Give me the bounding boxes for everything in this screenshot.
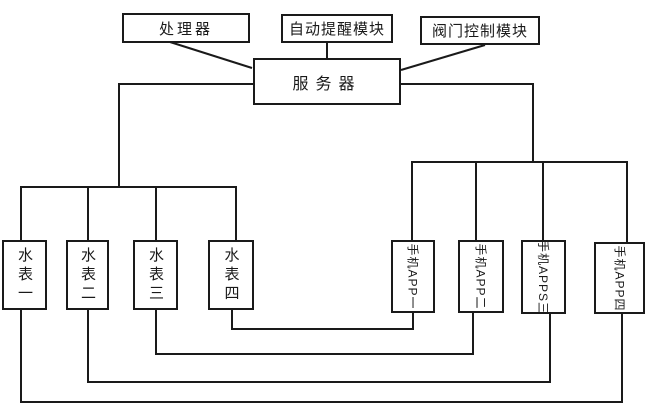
water-meter-3-box: 水表三 [133,240,178,310]
water-meter-2-box: 水表二 [66,240,109,310]
line-valve-server [400,44,486,71]
phone-app-1-box: 手机APP一 [391,240,435,313]
water-meter-1-label: 水表一 [16,246,33,304]
water-meter-3-label: 水表三 [147,246,164,304]
line-processor-server [169,41,253,69]
server-box: 服务器 [253,58,401,105]
processor-label: 处理器 [158,20,213,38]
phone-app-2-label: 手机APP二 [473,243,488,310]
water-meter-4-box: 水表四 [208,240,254,310]
water-meter-4-label: 水表四 [222,246,240,304]
water-meter-2-label: 水表二 [79,246,96,304]
auto-reminder-module-label: 自动提醒模块 [288,21,385,38]
processor-box: 处理器 [122,13,250,43]
phone-app-3-box: 手机APPS三 [521,239,566,315]
phone-app-2-box: 手机APP二 [458,240,504,313]
auto-reminder-module-box: 自动提醒模块 [281,14,393,43]
valve-control-module-box: 阀门控制模块 [420,16,540,45]
phone-app-1-label: 手机APP一 [405,243,420,310]
phone-app-4-box: 手机APP四 [594,242,645,314]
water-meter-1-box: 水表一 [2,240,47,310]
server-label: 服务器 [292,75,362,93]
phone-app-3-label: 手机APPS三 [536,239,550,315]
valve-control-module-label: 阀门控制模块 [431,23,528,40]
phone-app-4-label: 手机APP四 [612,244,627,312]
